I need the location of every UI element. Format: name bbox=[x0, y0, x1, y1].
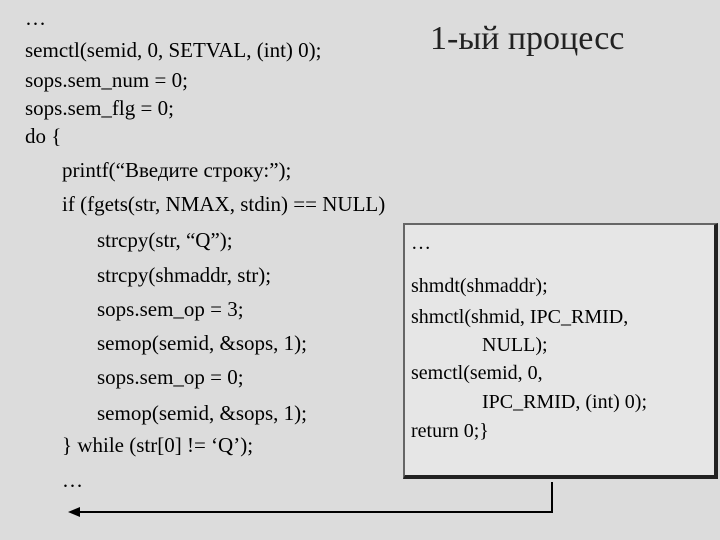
arrow-line bbox=[78, 482, 553, 513]
code-line: do { bbox=[25, 124, 62, 148]
code-line-ellipsis-top: … bbox=[25, 6, 46, 30]
callout-line: shmdt(shmaddr); bbox=[411, 275, 548, 297]
code-line: semop(semid, &sops, 1); bbox=[97, 331, 307, 355]
code-line: if (fgets(str, NMAX, stdin) == NULL) bbox=[62, 192, 386, 216]
callout-line: NULL); bbox=[482, 334, 548, 356]
callout-line: semctl(semid, 0, bbox=[411, 362, 543, 384]
code-line: strcpy(str, “Q”); bbox=[97, 228, 233, 252]
code-line: semop(semid, &sops, 1); bbox=[97, 401, 307, 425]
callout-line: shmctl(shmid, IPC_RMID, bbox=[411, 306, 629, 328]
code-line: sops.sem_flg = 0; bbox=[25, 96, 174, 120]
code-line: sops.sem_num = 0; bbox=[25, 68, 188, 92]
code-line-ellipsis-bottom: … bbox=[62, 468, 83, 492]
arrow-head-icon bbox=[68, 507, 80, 517]
code-line: strcpy(shmaddr, str); bbox=[97, 263, 272, 287]
callout-line: … bbox=[411, 232, 431, 254]
callout-line: return 0;} bbox=[411, 420, 489, 442]
code-line: sops.sem_op = 0; bbox=[97, 365, 244, 389]
code-line: } while (str[0] != ‘Q’); bbox=[62, 433, 254, 457]
code-line: semctl(semid, 0, SETVAL, (int) 0); bbox=[25, 38, 322, 62]
cleanup-callout: … shmdt(shmaddr); shmctl(shmid, IPC_RMID… bbox=[403, 223, 718, 479]
process-title: 1-ый процесс bbox=[430, 20, 625, 57]
callout-line: IPC_RMID, (int) 0); bbox=[482, 391, 647, 413]
code-line: sops.sem_op = 3; bbox=[97, 297, 244, 321]
code-line: printf(“Введите строку:”); bbox=[62, 158, 292, 182]
